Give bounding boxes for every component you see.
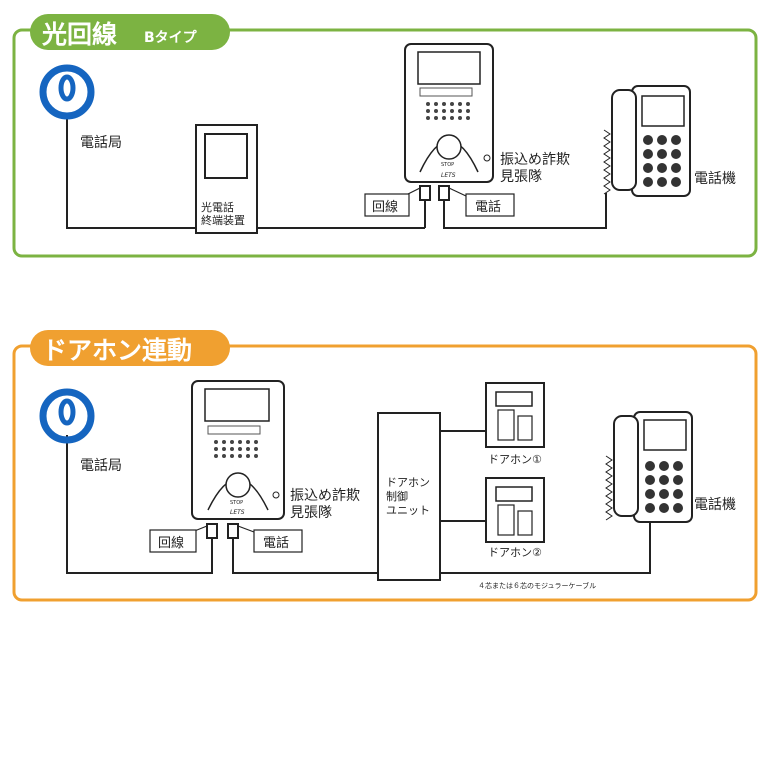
onu-device-icon — [195, 124, 258, 234]
section2-phone-label: 電話機 — [694, 496, 736, 513]
section1-port-line-label: 回線 — [372, 199, 398, 215]
section1-title-badge — [30, 14, 230, 50]
section2-title: ドアホン連動 — [42, 336, 192, 365]
doorphone-control-unit — [377, 412, 441, 581]
section1-port-phone-label: 電話 — [475, 199, 501, 215]
ntt-logo-icon-2 — [39, 388, 95, 444]
section1-device-button: STOP — [441, 162, 454, 168]
section2-port-phone-box — [253, 529, 303, 553]
section-fiber-b-type: 光回線 Bタイプ 電話局 光電話 終端装置 — [12, 14, 758, 258]
section2-title-badge — [30, 330, 230, 366]
section1-device-brand: LETS — [441, 172, 456, 179]
section1-subtitle: Bタイプ — [144, 30, 198, 46]
section2-port-line-box — [149, 529, 197, 553]
cable-note: ４芯または６芯のモジュラーケーブル — [478, 581, 596, 590]
section2-port-line-label: 回線 — [158, 535, 184, 551]
onu-label-line1: 光電話 — [201, 200, 234, 214]
section1-wires — [66, 115, 607, 229]
control-label-line3: ユニット — [386, 504, 430, 517]
section1-title: 光回線 — [41, 20, 117, 49]
doorphone1-icon — [485, 382, 545, 448]
section2-ports — [206, 523, 239, 539]
section2-device-button: STOP — [230, 500, 243, 506]
section2-device-label-line2: 見張隊 — [290, 505, 332, 521]
section2-port-phone-label: 電話 — [263, 535, 289, 551]
section2-device-label-line1: 振込め詐欺 — [290, 488, 360, 504]
section1-ports — [419, 185, 450, 201]
section1-device-label-line2: 見張隊 — [500, 169, 542, 185]
section2-device-brand: LETS — [230, 509, 245, 516]
ntt-logo-icon — [39, 64, 95, 120]
section2-office-label: 電話局 — [80, 457, 122, 474]
section2-callout-lines — [191, 525, 255, 533]
section2-frame — [12, 344, 758, 602]
section1-office-label: 電話局 — [80, 134, 122, 151]
telephone-icon-2 — [605, 411, 693, 523]
section1-port-phone-box — [465, 193, 515, 217]
onu-label-line2: 終端装置 — [201, 213, 245, 227]
section1-frame — [12, 28, 758, 258]
doorphone1-label: ドアホン① — [488, 453, 542, 466]
section1-device-label-line1: 振込め詐欺 — [500, 152, 570, 168]
control-label-line1: ドアホン — [386, 476, 430, 489]
doorphone2-icon — [485, 477, 545, 543]
fraud-watch-device-icon — [404, 43, 494, 183]
section1-port-line-box — [364, 193, 410, 217]
control-label-line2: 制御 — [386, 489, 408, 503]
section1-phone-label: 電話機 — [694, 170, 736, 187]
section-doorphone-link: ドアホン連動 電話局 S — [12, 330, 758, 602]
doorphone2-label: ドアホン② — [488, 546, 542, 559]
telephone-icon — [603, 85, 691, 197]
section1-callout-lines — [403, 187, 467, 197]
fraud-watch-device-icon-2 — [191, 380, 285, 520]
section2-wires — [66, 430, 651, 574]
